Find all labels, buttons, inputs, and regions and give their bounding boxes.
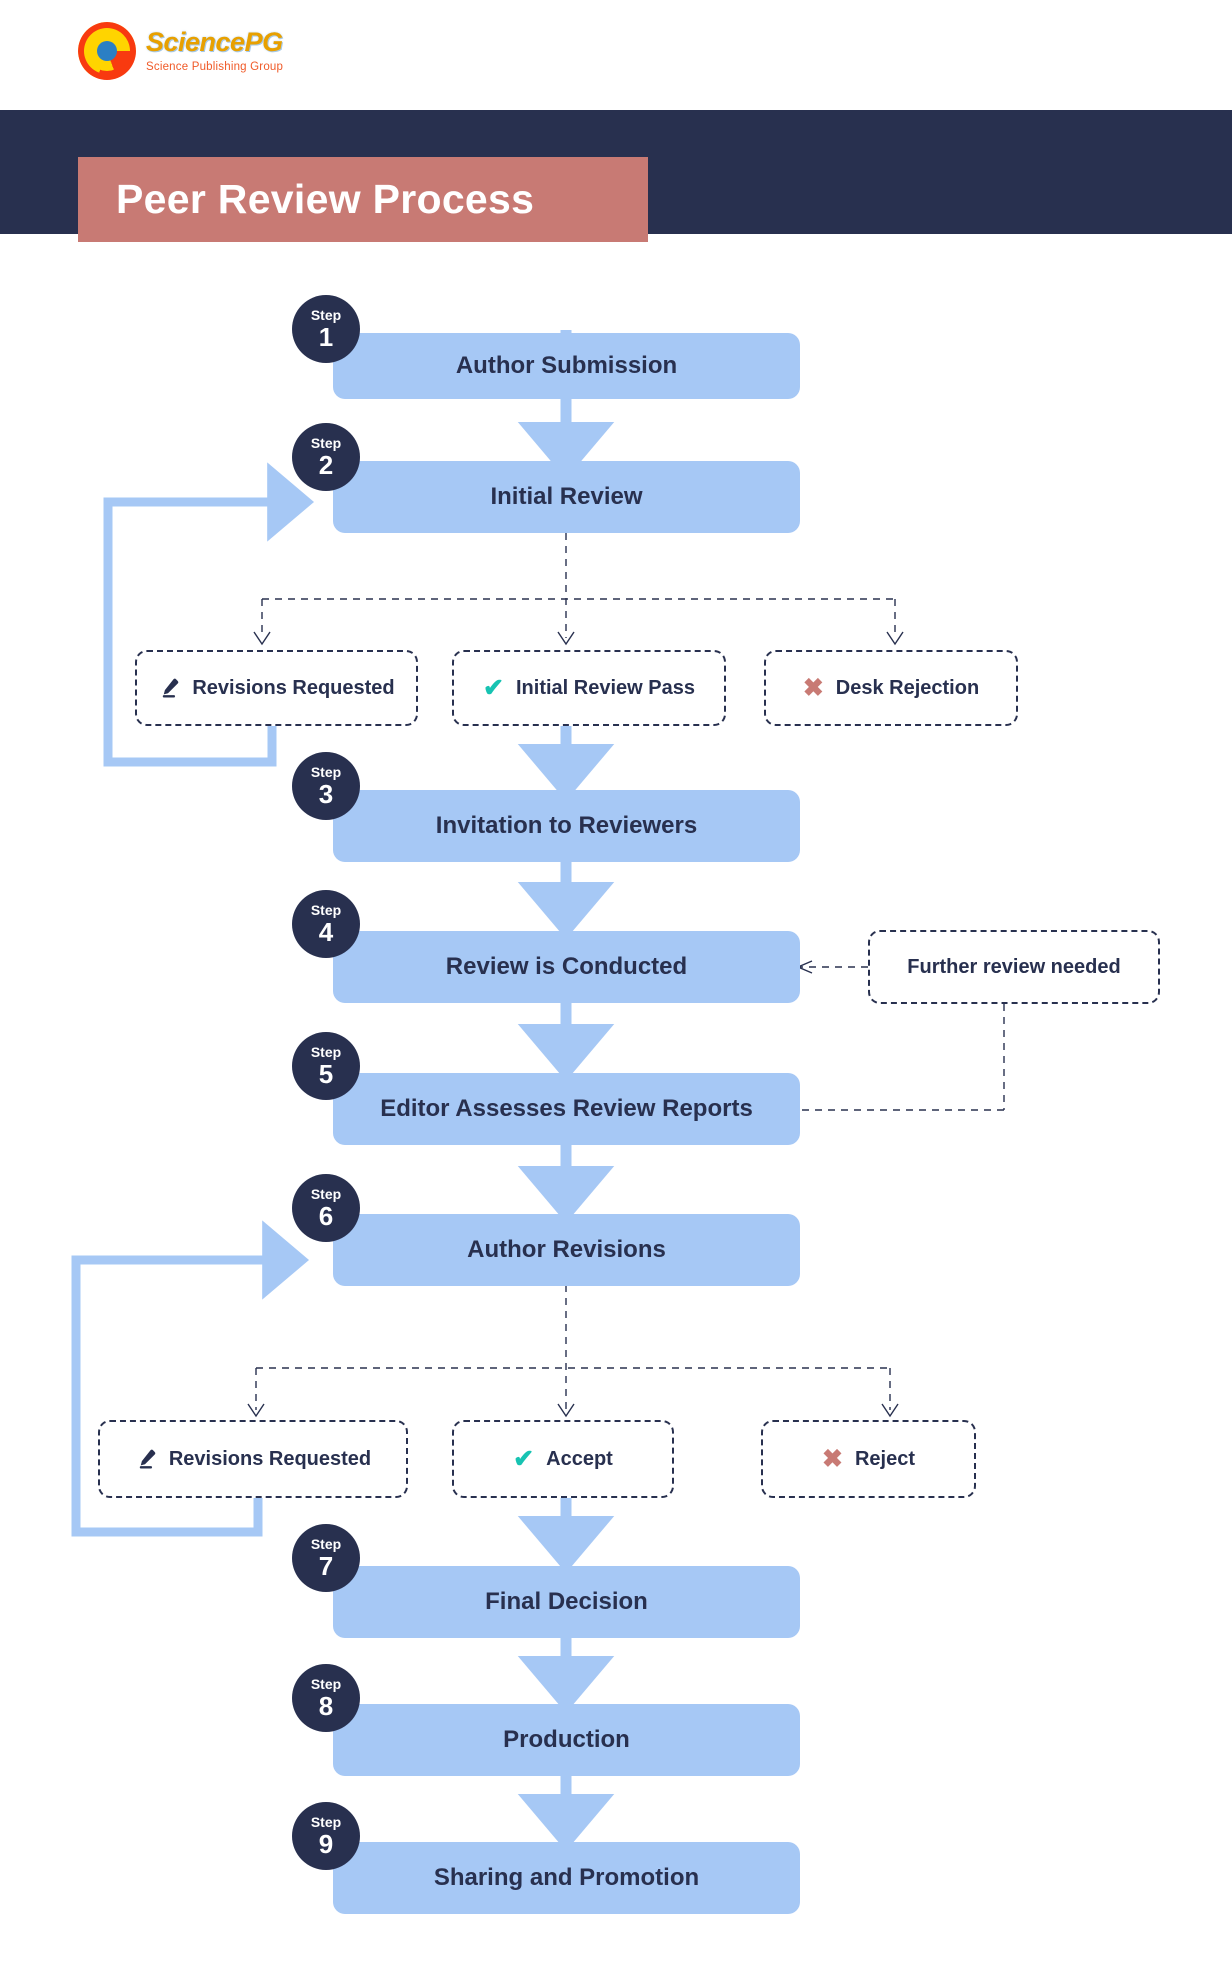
step-title: Final Decision [485, 1588, 648, 1615]
step-badge-7: Step 7 [292, 1524, 360, 1592]
decision-initial-review-pass[interactable]: ✔ Initial Review Pass [452, 650, 726, 726]
step-badge-9: Step 9 [292, 1802, 360, 1870]
decision-label: Accept [546, 1447, 613, 1470]
step-node-invitation-to-reviewers[interactable]: Invitation to Reviewers [333, 790, 800, 862]
step-label: Step [310, 1186, 342, 1202]
brand-name: SciencePG [146, 26, 283, 57]
step-badge-1: Step 1 [292, 295, 360, 363]
step-number: 8 [318, 1691, 334, 1721]
decision-revisions-requested-1[interactable]: Revisions Requested [135, 650, 418, 726]
decision-accept[interactable]: ✔ Accept [452, 1420, 674, 1498]
step-label: Step [310, 764, 342, 780]
check-icon: ✔ [513, 1444, 535, 1473]
sciencepg-circle-logo-icon [78, 22, 136, 80]
step-badge-6: Step 6 [292, 1174, 360, 1242]
step-title: Initial Review [490, 483, 643, 510]
step-node-author-submission[interactable]: Author Submission [333, 333, 800, 399]
decision-label: Revisions Requested [192, 676, 395, 699]
step-label: Step [310, 1044, 342, 1060]
step-number: 5 [318, 1059, 334, 1089]
step-number: 1 [318, 322, 334, 352]
step-title: Invitation to Reviewers [435, 812, 698, 839]
decision-label: Desk Rejection [835, 676, 980, 699]
step-node-sharing-and-promotion[interactable]: Sharing and Promotion [333, 1842, 800, 1914]
step-label: Step [310, 902, 342, 918]
pencil-icon [135, 1448, 157, 1470]
note-label: Further review needed [907, 955, 1121, 978]
step-badge-4: Step 4 [292, 890, 360, 958]
step-label: Step [310, 1676, 342, 1692]
decision-desk-rejection[interactable]: ✖ Desk Rejection [764, 650, 1018, 726]
step-title: Review is Conducted [445, 953, 688, 980]
step-node-final-decision[interactable]: Final Decision [333, 1566, 800, 1638]
step-badge-8: Step 8 [292, 1664, 360, 1732]
step-number: 3 [318, 779, 334, 809]
brand-header: SciencePG Science Publishing Group [0, 0, 1232, 110]
step-title: Editor Assesses Review Reports [380, 1095, 753, 1122]
step-number: 2 [318, 450, 334, 480]
step-title: Production [503, 1726, 630, 1753]
step-badge-3: Step 3 [292, 752, 360, 820]
step-number: 6 [318, 1201, 334, 1231]
logo-text-block: SciencePG Science Publishing Group [146, 26, 284, 74]
decision-label: Initial Review Pass [515, 676, 695, 699]
x-icon: ✖ [802, 673, 824, 702]
step-title: Author Revisions [467, 1236, 666, 1263]
step-node-editor-assesses-review-reports[interactable]: Editor Assesses Review Reports [333, 1073, 800, 1145]
decision-reject[interactable]: ✖ Reject [761, 1420, 976, 1498]
decision-revisions-requested-2[interactable]: Revisions Requested [98, 1420, 408, 1498]
decision-label: Revisions Requested [168, 1447, 372, 1470]
step-number: 9 [318, 1829, 334, 1859]
step-node-production[interactable]: Production [333, 1704, 800, 1776]
step-label: Step [310, 307, 342, 323]
step-node-author-revisions[interactable]: Author Revisions [333, 1214, 800, 1286]
step-title: Sharing and Promotion [433, 1864, 700, 1891]
step-number: 4 [318, 917, 334, 947]
step-node-initial-review[interactable]: Initial Review [333, 461, 800, 533]
decision-label: Reject [854, 1447, 915, 1470]
page-title: Peer Review Process [116, 176, 535, 222]
check-icon: ✔ [483, 673, 504, 702]
title-plate: Peer Review Process [78, 157, 648, 242]
step-label: Step [310, 435, 342, 451]
x-icon: ✖ [822, 1444, 843, 1473]
sciencepg-logo: SciencePG Science Publishing Group [78, 22, 283, 80]
brand-tagline: Science Publishing Group [146, 60, 284, 73]
step-badge-2: Step 2 [292, 423, 360, 491]
step-number: 7 [318, 1551, 334, 1581]
step-node-review-is-conducted[interactable]: Review is Conducted [333, 931, 800, 1003]
step-label: Step [310, 1536, 342, 1552]
note-further-review-needed[interactable]: Further review needed [868, 930, 1160, 1004]
pencil-icon [158, 677, 180, 699]
step-badge-5: Step 5 [292, 1032, 360, 1100]
step-title: Author Submission [455, 352, 678, 379]
step-label: Step [310, 1814, 342, 1830]
